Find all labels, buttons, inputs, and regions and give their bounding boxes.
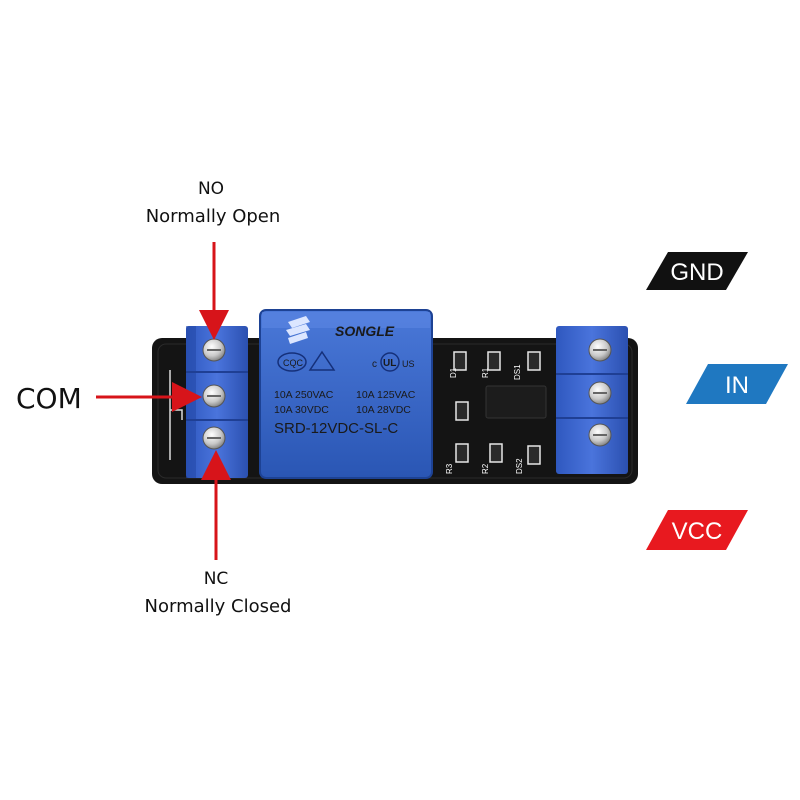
cert-right: US: [402, 359, 415, 369]
screw-gnd: [588, 338, 612, 362]
pin-label-in: IN: [725, 372, 749, 399]
relay-component: SONGLE CQC c UL US 10A 250VAC 10A 125VAC…: [259, 309, 433, 479]
rating-row1-left: 10A 250VAC: [274, 389, 334, 401]
screw-vcc: [588, 423, 612, 447]
label-no-title: NO: [198, 179, 224, 199]
rating-row1-right: 10A 125VAC: [356, 389, 416, 401]
svg-text:UL: UL: [383, 358, 396, 369]
silk-r1: R1: [481, 367, 490, 378]
relay-model: SRD-12VDC-SL-C: [274, 420, 398, 437]
label-nc-subtitle: Normally Closed: [145, 596, 292, 617]
silk-d1: D1: [449, 367, 458, 378]
smd-components: D1 R1 DS1 R3 R2 DS2: [445, 351, 547, 474]
screw-in: [588, 381, 612, 405]
label-nc-title: NC: [204, 569, 229, 589]
screw-nc: [202, 426, 226, 450]
songle-logo-icon: [286, 316, 310, 344]
rating-row2-left: 10A 30VDC: [274, 404, 329, 416]
pin-badge-in: IN: [686, 364, 788, 404]
svg-text:c: c: [372, 359, 377, 370]
left-terminal-block: [186, 326, 248, 478]
pin-label-gnd: GND: [670, 259, 723, 286]
cqc-cert-icon: CQC: [277, 352, 307, 372]
right-terminal-block: [556, 326, 628, 474]
silk-r2: R2: [481, 463, 490, 474]
pin-badge-gnd: GND: [646, 252, 748, 290]
silk-r3: R3: [445, 463, 454, 474]
label-com: COM: [16, 382, 82, 415]
screw-no: [202, 338, 226, 362]
silk-ds2: DS2: [515, 458, 524, 474]
relay-brand: SONGLE: [335, 323, 395, 339]
rating-row2-right: 10A 28VDC: [356, 404, 411, 416]
warning-triangle-icon: [308, 350, 336, 371]
cert-left: CQC: [283, 358, 304, 368]
ul-cert-icon: c UL US: [372, 352, 415, 372]
silk-ds1: DS1: [513, 364, 522, 380]
pin-label-vcc: VCC: [672, 518, 723, 545]
pin-badge-vcc: VCC: [646, 510, 748, 550]
screw-com: [202, 384, 226, 408]
label-no-subtitle: Normally Open: [146, 206, 281, 227]
